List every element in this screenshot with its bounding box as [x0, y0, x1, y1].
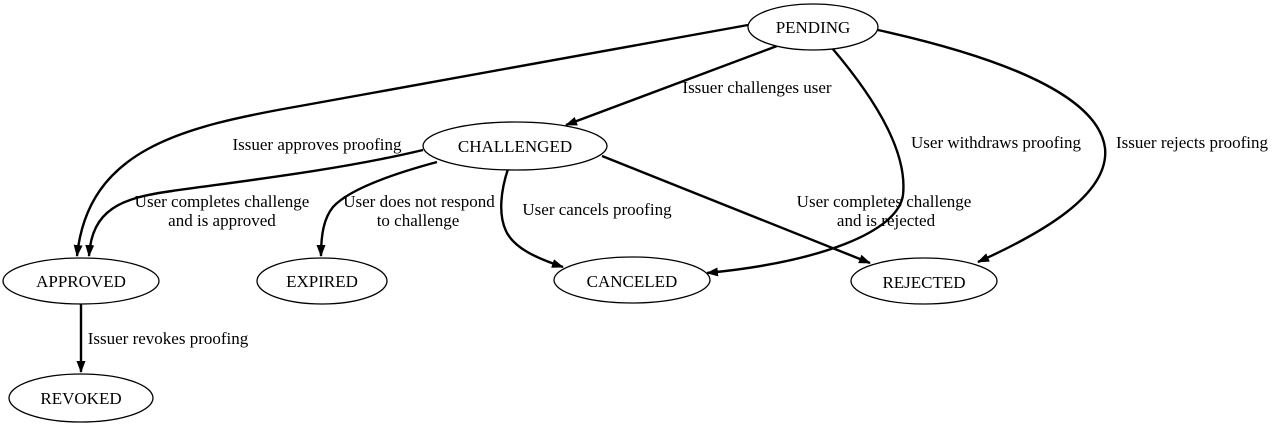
edge-label-user-withdraws-proofing: User withdraws proofing: [911, 133, 1081, 152]
node-approved: APPROVED: [2, 257, 160, 305]
edge-pending-canceled: [706, 47, 905, 277]
node-canceled-label: CANCELED: [587, 272, 678, 291]
node-challenged-ellipse: [422, 121, 608, 171]
edge-pending-challenged: [565, 44, 778, 127]
edge-challenged-expired: [316, 160, 438, 257]
node-expired: EXPIRED: [256, 257, 388, 305]
node-approved-ellipse: [2, 257, 160, 305]
node-expired-label: EXPIRED: [286, 272, 358, 291]
node-expired-ellipse: [256, 257, 388, 305]
edge-challenged-approved: [85, 148, 424, 257]
node-revoked: REVOKED: [8, 373, 154, 423]
node-revoked-label: REVOKED: [40, 389, 121, 408]
node-pending-label: PENDING: [776, 18, 851, 37]
edge-label-user-does-not-respond-line2: to challenge: [377, 211, 460, 230]
edge-label-issuer-rejects-proofing: Issuer rejects proofing: [1116, 133, 1269, 152]
edge-label-issuer-challenges-user: Issuer challenges user: [682, 78, 832, 97]
edge-label-user-completes-challenge-rejected-line2: and is rejected: [837, 211, 936, 230]
edge-challenged-rejected: [601, 154, 871, 265]
edge-challenged-canceled: [500, 168, 564, 269]
node-challenged: CHALLENGED: [422, 121, 608, 171]
edge-label-user-completes-challenge-approved-line2: and is approved: [168, 211, 276, 230]
node-rejected-label: REJECTED: [882, 273, 965, 292]
edge-pending-approved: [73, 23, 749, 257]
node-approved-label: APPROVED: [36, 272, 126, 291]
node-pending-ellipse: [747, 3, 879, 51]
node-revoked-ellipse: [8, 373, 154, 423]
edge-label-issuer-approves-proofing: Issuer approves proofing: [232, 135, 402, 154]
edge-label-user-completes-challenge-rejected-line1: User completes challenge: [797, 192, 972, 211]
node-canceled: CANCELED: [553, 256, 711, 304]
edge-label-user-cancels-proofing: User cancels proofing: [522, 200, 672, 219]
edge-label-user-does-not-respond-line1: User does not respond: [343, 192, 495, 211]
node-rejected-ellipse: [850, 257, 998, 305]
edge-pending-rejected: [877, 28, 1107, 264]
node-pending: PENDING: [747, 3, 879, 51]
node-challenged-label: CHALLENGED: [458, 137, 572, 156]
node-canceled-ellipse: [553, 256, 711, 304]
edge-label-user-completes-challenge-approved-line1: User completes challenge: [135, 192, 310, 211]
edge-label-issuer-revokes-proofing: Issuer revokes proofing: [88, 329, 249, 348]
node-rejected: REJECTED: [850, 257, 998, 305]
